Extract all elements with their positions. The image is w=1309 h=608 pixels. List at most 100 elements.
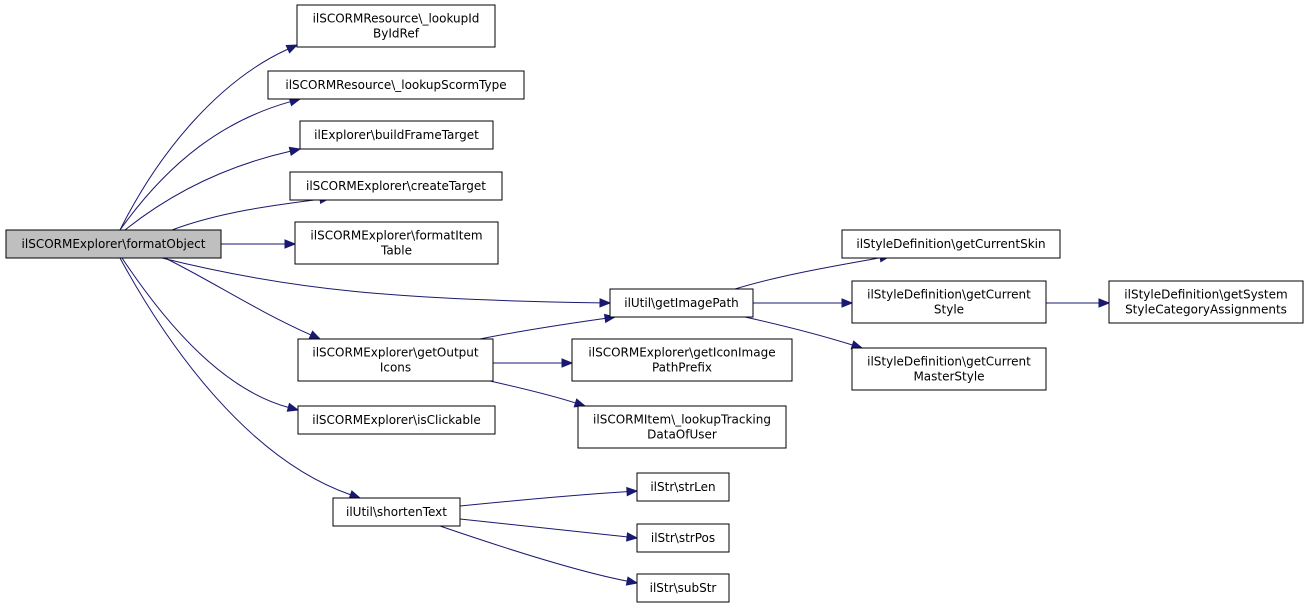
node-label: Style: [934, 303, 964, 317]
arrowhead-icon: [626, 532, 639, 542]
node-str-len[interactable]: ilStr\strLen: [636, 472, 730, 502]
node-box: [289, 171, 503, 201]
edge-root-to-getImagePath: [161, 257, 612, 308]
edge-line: [171, 198, 321, 231]
edge-line: [734, 257, 881, 290]
edge-line: [119, 48, 289, 231]
edge-line: [744, 316, 853, 346]
node-label: ilStyleDefinition\getCurrentSkin: [856, 237, 1045, 251]
node-box: [636, 472, 730, 502]
arrowhead-icon: [561, 358, 574, 368]
edge-shortenText-to-subStr: [439, 525, 639, 586]
node-label: ilSCORMExplorer\getOutput: [312, 346, 478, 360]
node-label: ilStr\subStr: [650, 581, 717, 595]
node-get-current-skin[interactable]: ilStyleDefinition\getCurrentSkin: [841, 229, 1061, 259]
node-label: ilStyleDefinition\getCurrent: [867, 288, 1031, 302]
edge-line: [161, 257, 601, 304]
node-label: StyleCategoryAssignments: [1125, 303, 1287, 317]
node-is-clickable[interactable]: ilSCORMExplorer\isClickable: [297, 405, 496, 435]
edge-shortenText-to-strPos: [459, 518, 639, 542]
edge-line: [124, 150, 291, 231]
node-label: ilSCORMExplorer\isClickable: [312, 413, 480, 427]
edge-root-to-isClickable: [121, 257, 300, 412]
call-graph-nodes: ilSCORMExplorer\formatObject ilSCORMResou…: [5, 4, 1304, 603]
arrowhead-icon: [626, 486, 639, 497]
edge-getOutputIcons-to-getIconImagePathPrefix: [493, 358, 574, 368]
node-label: ilUtil\getImagePath: [624, 296, 739, 310]
arrowhead-icon: [625, 576, 639, 586]
edge-line: [459, 491, 628, 507]
edge-root-to-lookupIdByIdRef: [119, 44, 299, 231]
arrowhead-icon: [288, 146, 302, 156]
edge-shortenText-to-strLen: [459, 486, 639, 507]
node-label: ilSCORMExplorer\createTarget: [306, 179, 486, 193]
node-box: [297, 338, 494, 382]
node-label: ilSCORMResource\_lookupScormType: [285, 78, 506, 92]
edge-line: [121, 257, 289, 408]
edge-line: [459, 518, 628, 538]
edge-root-to-buildFrameTarget: [124, 146, 302, 231]
edge-line: [439, 525, 628, 582]
node-box: [267, 70, 525, 100]
node-label: ilSCORMExplorer\formatObject: [22, 237, 206, 251]
arrowhead-icon: [308, 330, 322, 340]
node-label: ilStyleDefinition\getSystem: [1124, 288, 1287, 302]
node-build-frame-target[interactable]: ilExplorer\buildFrameTarget: [299, 120, 494, 150]
arrowhead-icon: [841, 298, 854, 308]
node-box: [299, 120, 494, 150]
node-box: [332, 497, 461, 527]
node-box: [296, 4, 496, 48]
node-label: ilSCORMResource\_lookupId: [313, 12, 480, 26]
node-label: ilStyleDefinition\getCurrent: [867, 355, 1031, 369]
node-label: ilStr\strPos: [651, 531, 715, 545]
node-label: MasterStyle: [913, 370, 984, 384]
node-label: PathPrefix: [652, 361, 712, 375]
node-label: ByIdRef: [373, 27, 420, 41]
node-box: [297, 405, 496, 435]
edge-getImagePath-to-getCurrentStyle: [753, 298, 854, 308]
node-lookup-scorm-type[interactable]: ilSCORMResource\_lookupScormType: [267, 70, 525, 100]
node-box: [636, 523, 730, 553]
node-box: [841, 229, 1061, 259]
edge-root-to-getOutputIcons: [164, 257, 322, 340]
node-box: [851, 280, 1047, 324]
node-box: [571, 338, 793, 382]
node-box: [851, 347, 1047, 391]
node-box: [294, 221, 499, 265]
edge-root-to-formatItemTable: [221, 239, 297, 249]
node-label: ilSCORMExplorer\getIconImage: [588, 346, 775, 360]
arrowhead-icon: [1098, 298, 1111, 308]
edge-getOutputIcons-to-getImagePath: [479, 313, 617, 340]
node-box: [5, 229, 222, 259]
node-get-image-path[interactable]: ilUtil\getImagePath: [609, 288, 754, 318]
node-root[interactable]: ilSCORMExplorer\formatObject: [5, 229, 222, 259]
edge-line: [164, 257, 312, 336]
node-label: ilExplorer\buildFrameTarget: [314, 128, 479, 142]
node-create-target[interactable]: ilSCORMExplorer\createTarget: [289, 171, 503, 201]
arrowhead-icon: [284, 239, 297, 249]
node-sub-str[interactable]: ilStr\subStr: [636, 573, 730, 603]
node-get-system-style-category-assignments[interactable]: ilStyleDefinition\getSystemStyleCategory…: [1108, 280, 1304, 324]
node-str-pos[interactable]: ilStr\strPos: [636, 523, 730, 553]
arrowhead-icon: [286, 402, 300, 412]
edge-root-to-lookupScormType: [119, 97, 302, 231]
node-label: ilSCORMItem\_lookupTracking: [593, 413, 771, 427]
arrowhead-icon: [285, 44, 299, 54]
edge-line: [489, 380, 576, 404]
node-box: [609, 288, 754, 318]
edge-line: [479, 317, 606, 340]
node-label: ilUtil\shortenText: [346, 505, 447, 519]
node-label: Icons: [380, 361, 411, 375]
node-box: [1108, 280, 1304, 324]
edge-line: [119, 257, 351, 496]
edge-line: [119, 101, 291, 231]
node-shorten-text[interactable]: ilUtil\shortenText: [332, 497, 461, 527]
